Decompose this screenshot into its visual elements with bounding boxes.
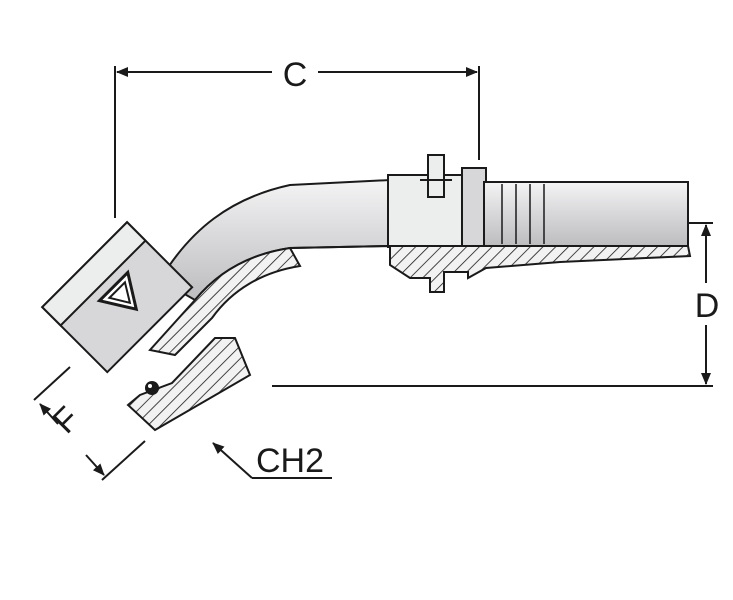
dimension-f-line-lower bbox=[85, 454, 105, 476]
dimension-f-extension-lower bbox=[101, 440, 146, 481]
dimension-f-label: F bbox=[45, 399, 87, 441]
hex-nut-section bbox=[126, 337, 252, 432]
collar-ridge bbox=[461, 167, 487, 249]
dimension-ch2: CH2 bbox=[212, 442, 332, 480]
hex-nut-face bbox=[40, 220, 147, 327]
bent-tube-exterior bbox=[158, 178, 391, 302]
dimension-c: C bbox=[114, 56, 480, 218]
dimension-d: D bbox=[272, 222, 720, 387]
triangle-logo-icon bbox=[96, 269, 139, 312]
dimension-c-label: C bbox=[283, 56, 308, 94]
seal-ring-highlight bbox=[148, 384, 152, 388]
dimension-f-extension-upper bbox=[33, 366, 71, 401]
locking-tab bbox=[427, 154, 445, 198]
seal-ring bbox=[145, 381, 159, 395]
dimension-f: F bbox=[33, 366, 146, 481]
hose-tail bbox=[483, 181, 689, 247]
ch2-label: CH2 bbox=[256, 442, 324, 480]
hose-fitting bbox=[40, 154, 692, 432]
hex-nut bbox=[40, 220, 194, 374]
hatched-bend-section bbox=[148, 246, 302, 357]
dimension-f-line-upper bbox=[39, 403, 59, 425]
hatched-tail-section bbox=[289, 244, 692, 293]
dimension-d-label: D bbox=[695, 287, 720, 325]
ch2-leader-line bbox=[212, 442, 253, 479]
